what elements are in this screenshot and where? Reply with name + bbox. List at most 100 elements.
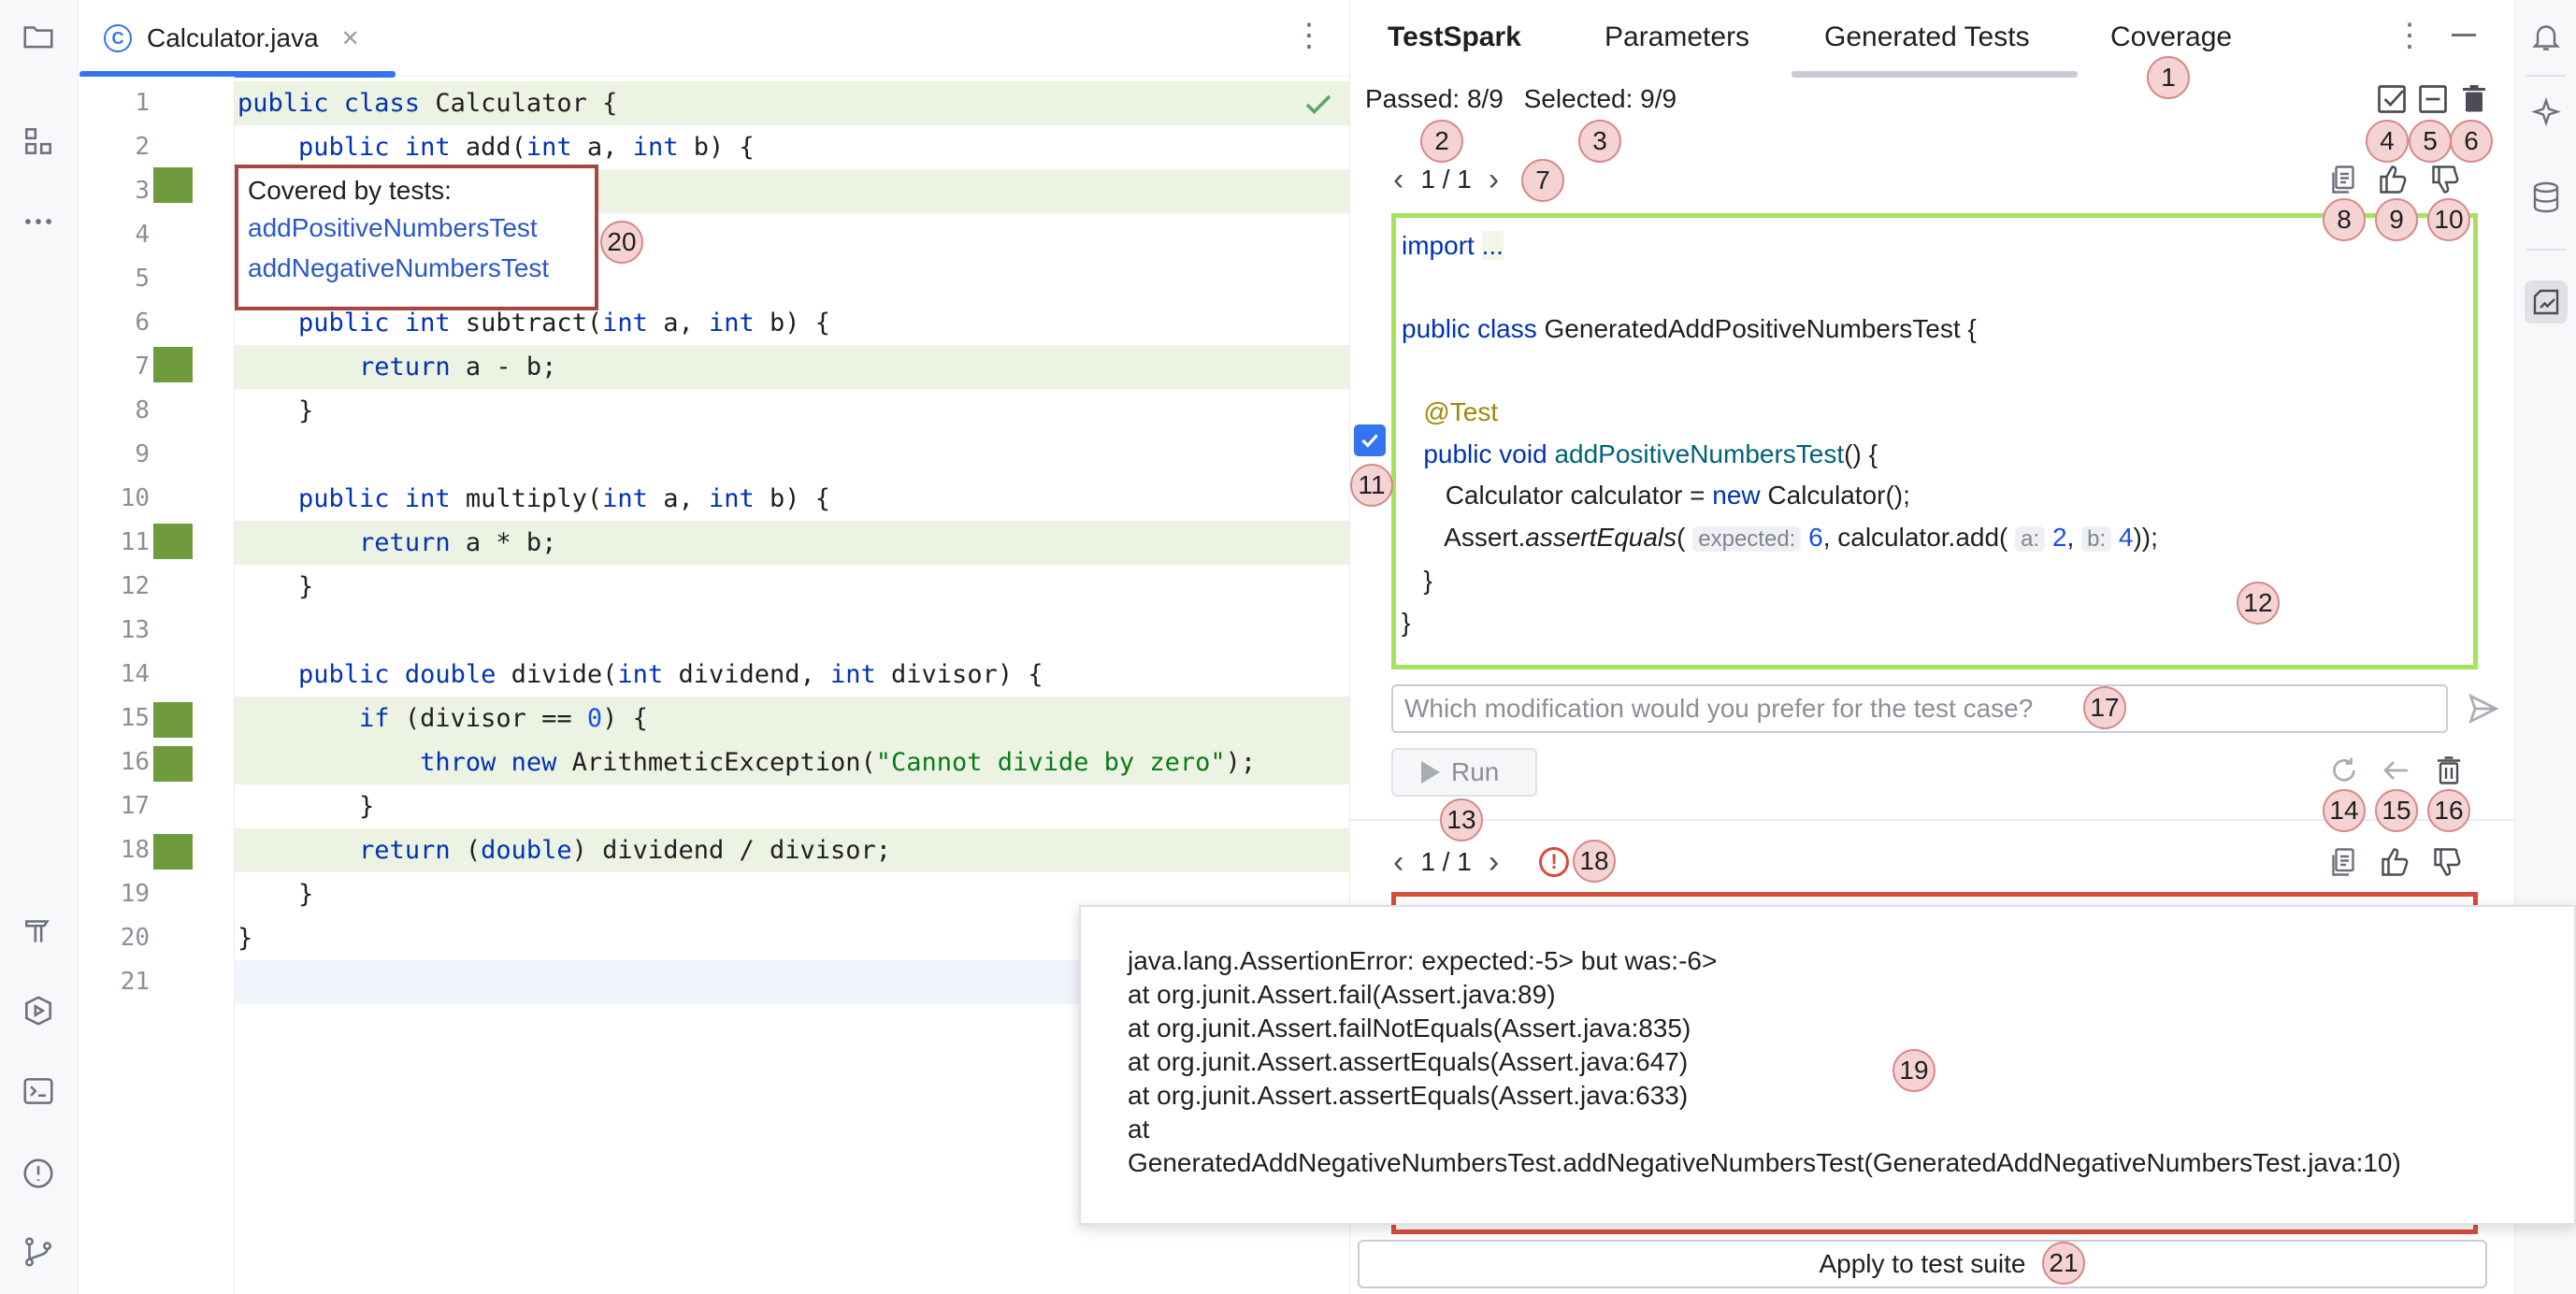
line-number: 18 [120, 836, 150, 864]
strip-separator [2526, 249, 2566, 251]
problems-icon[interactable] [17, 1152, 60, 1195]
apply-to-test-suite-button[interactable]: Apply to test suite [1358, 1240, 2487, 1288]
file-tab-label: Calculator.java [147, 23, 319, 52]
unselect-all-icon[interactable] [2412, 79, 2454, 120]
code-token: GeneratedAddPositiveNumbersTest { [1544, 314, 1977, 343]
panel-more-icon[interactable]: ⋮ [2394, 18, 2425, 53]
annotation-marker: 6 [2450, 120, 2493, 163]
code-line: public int add(int a, int b) { [298, 133, 755, 162]
line-number: 19 [120, 880, 150, 908]
thumbs-down-icon[interactable] [2427, 841, 2468, 883]
thumbs-down-icon[interactable] [2425, 159, 2467, 200]
reset-icon[interactable] [2324, 750, 2365, 791]
select-all-icon[interactable] [2371, 79, 2412, 120]
annotation-marker: 15 [2375, 789, 2418, 832]
undo-icon[interactable] [2376, 750, 2417, 791]
code-editor[interactable]: public class Calculator { public int add… [235, 77, 1349, 1294]
coverage-marker[interactable] [153, 834, 193, 870]
code-token: assertEquals [1525, 522, 1677, 552]
thumbs-up-icon[interactable] [2373, 159, 2414, 200]
code-token: } [1423, 566, 1432, 595]
code-token: () { [1844, 439, 1878, 468]
testspark-icon[interactable] [2525, 280, 2568, 324]
annotation-marker: 10 [2427, 198, 2470, 241]
line-number: 16 [120, 748, 150, 776]
run-icon[interactable] [17, 989, 60, 1032]
code-line: } [237, 880, 314, 909]
test1-code-box[interactable]: import ... public class GeneratedAddPosi… [1391, 213, 2478, 669]
covering-test-link[interactable]: addNegativeNumbersTest [248, 253, 550, 282]
annotation-marker: 9 [2375, 198, 2418, 241]
annotation-marker: 1 [2147, 56, 2190, 99]
feedback-input[interactable] [1391, 684, 2448, 733]
chevron-left-icon[interactable]: ‹ [1393, 844, 1404, 880]
notifications-icon[interactable] [2525, 15, 2568, 58]
tab-coverage[interactable]: Coverage [2110, 22, 2233, 52]
left-tool-strip [0, 0, 79, 1294]
line-number: 10 [120, 484, 150, 512]
stack-trace-line: java.lang.AssertionError: expected:-5> b… [1128, 946, 1718, 975]
tab-parameters[interactable]: Parameters [1605, 22, 1750, 52]
coverage-marker[interactable] [153, 524, 193, 559]
code-token: 6 [1808, 522, 1823, 552]
copy-icon[interactable] [2323, 841, 2364, 883]
annotation-marker: 13 [1440, 798, 1483, 841]
run-button[interactable]: Run [1391, 748, 1537, 797]
database-icon[interactable] [2525, 176, 2568, 219]
line-number: 17 [120, 792, 150, 820]
code-line: return (double) dividend / divisor; [235, 828, 1349, 872]
thumbs-up-icon[interactable] [2375, 841, 2416, 883]
editor-more-icon[interactable]: ⋮ [1293, 18, 1325, 53]
active-tab-indicator [79, 71, 396, 78]
selected-count: Selected: 9/9 [1523, 84, 1677, 113]
coverage-popup: Covered by tests: addPositiveNumbersTest… [235, 165, 598, 310]
strip-separator [2526, 75, 2566, 77]
chevron-right-icon[interactable]: › [1488, 844, 1500, 880]
annotation-marker: 21 [2042, 1242, 2085, 1285]
code-line: return a - b; [235, 345, 1349, 389]
ai-assistant-icon[interactable] [2525, 92, 2568, 135]
minimize-icon[interactable] [2452, 34, 2476, 36]
structure-icon[interactable] [17, 120, 60, 163]
code-token: addPositiveNumbersTest [1554, 439, 1845, 468]
delete-all-icon[interactable] [2454, 79, 2495, 120]
line-number: 14 [120, 660, 150, 688]
covering-test-link[interactable]: addPositiveNumbersTest [248, 213, 538, 242]
coverage-marker[interactable] [153, 746, 193, 782]
stack-trace-line: at org.junit.Assert.assertEquals(Assert.… [1128, 1081, 1689, 1110]
close-icon[interactable]: ✕ [340, 25, 360, 51]
coverage-marker[interactable] [153, 167, 193, 203]
code-token: public class [1402, 314, 1537, 343]
test2-page-label: 1 / 1 [1420, 847, 1472, 876]
test1-checkbox[interactable] [1354, 424, 1386, 456]
terminal-icon[interactable] [17, 1070, 60, 1113]
line-number: 1 [135, 89, 150, 117]
chevron-left-icon[interactable]: ‹ [1393, 162, 1404, 197]
line-number: 2 [135, 133, 150, 161]
delete-test-icon[interactable] [2428, 750, 2469, 791]
java-class-icon: C [104, 24, 132, 52]
coverage-marker[interactable] [153, 347, 193, 382]
folder-icon[interactable] [17, 15, 60, 58]
code-token: 4 [2118, 522, 2134, 552]
copy-icon[interactable] [2323, 159, 2364, 200]
tab-calculator-java[interactable]: C Calculator.java ✕ [79, 0, 396, 78]
code-token: } [1402, 607, 1411, 637]
test1-code: import ... public class GeneratedAddPosi… [1402, 225, 2158, 643]
more-icon[interactable] [17, 200, 60, 243]
test1-pager: ‹ 1 / 1 › [1393, 163, 1516, 196]
git-icon[interactable] [17, 1230, 60, 1273]
stack-trace-line: at org.junit.Assert.fail(Assert.java:89) [1128, 980, 1556, 1009]
code-line: public int subtract(int a, int b) { [298, 309, 831, 338]
coverage-marker[interactable] [153, 702, 193, 738]
chevron-right-icon[interactable]: › [1488, 162, 1500, 197]
build-icon[interactable] [17, 909, 60, 952]
editor-tab-bar: C Calculator.java ✕ ⋮ [79, 0, 1349, 78]
param-hint: expected: [1692, 525, 1802, 552]
error-icon[interactable]: ! [1539, 847, 1569, 877]
code-token: Calculator(); [1760, 481, 1910, 510]
tab-generated-tests[interactable]: Generated Tests [1824, 22, 2030, 52]
annotation-marker: 4 [2366, 120, 2409, 163]
collapsed-imports[interactable]: ... [1481, 231, 1504, 260]
send-icon[interactable] [2463, 688, 2504, 729]
